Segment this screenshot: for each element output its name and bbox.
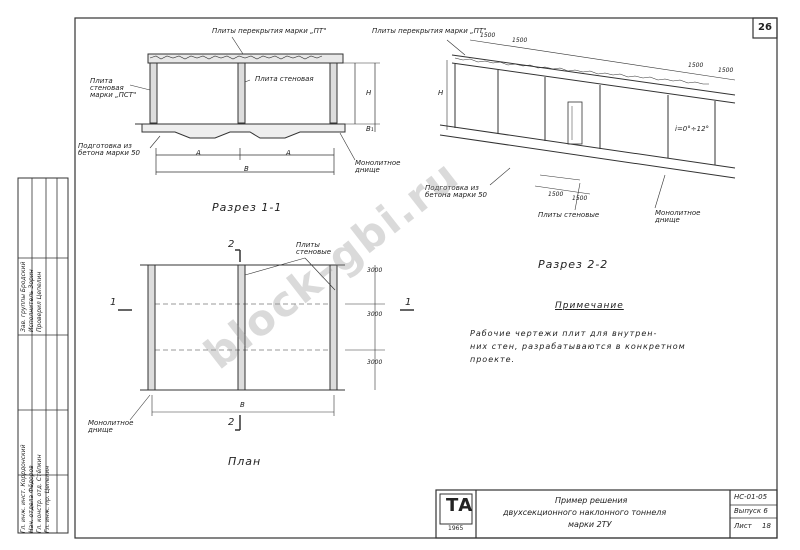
label-monolith-bottom-plan: Монолитное днище — [88, 419, 134, 434]
dim-d: B₁ — [366, 125, 374, 133]
page-number: 26 — [758, 22, 772, 33]
title-block-frame — [435, 489, 778, 539]
section-1-1-drawing — [129, 36, 380, 175]
dim-top-4: 1500 — [718, 67, 734, 74]
side-stamp-row-4: Гл. инж. пр. Цепелин — [44, 465, 51, 533]
label-concrete-prep-2: Подготовка из бетона марки 50 — [425, 184, 487, 199]
label-concrete-prep: Подготовка из бетона марки 50 — [78, 142, 140, 157]
slope-label: i=0°÷12° — [675, 125, 710, 133]
dim-top-1: 1500 — [480, 32, 496, 39]
sheet-frame — [74, 17, 778, 539]
note-line-1: Рабочие чертежи плит для внутрен- — [470, 329, 658, 338]
dim-right-1: 3000 — [367, 267, 383, 274]
title-block-sheet-label: Лист — [734, 522, 752, 530]
dim-right-2: 3000 — [367, 311, 383, 318]
note-line-3: проекте. — [470, 355, 516, 364]
title-block-logo-mark — [439, 493, 473, 525]
label-floor-slabs: Плиты перекрытия марки „ПТ" — [212, 27, 327, 35]
side-stamp-row-7: Проверил Цепелин — [36, 271, 43, 332]
title-line-1: Пример решения — [555, 496, 628, 505]
label-wall-slab: Плита стеновая марки „ПСТ" — [90, 77, 137, 99]
dim-top-2: 1500 — [512, 37, 528, 44]
dim-h-2: H — [438, 89, 444, 97]
side-stamp-row-2: Нач. отдела Фёдоров — [28, 465, 35, 533]
dim-top-3: 1500 — [688, 62, 704, 69]
side-stamp-row-1: Гл. инж. инст. Коррдонский — [20, 444, 27, 533]
label-wall-slabs-2: Плиты стеновые — [538, 211, 600, 219]
cut-1-right: 1 — [405, 297, 412, 308]
note-heading: Примечание — [555, 301, 624, 311]
title-block-year: 1965 — [448, 525, 464, 532]
title-block-code: НС-01-05 — [734, 493, 768, 501]
dim-a-right: A — [286, 149, 291, 157]
label-wall-slab-center: Плита стеновая — [255, 75, 314, 83]
plan-drawing — [118, 249, 414, 431]
section-2-2-title: Разрез 2-2 — [538, 258, 609, 271]
dim-h: H — [366, 89, 372, 97]
section-2-2-drawing — [439, 39, 736, 211]
dim-a-left: A — [196, 149, 201, 157]
note-line-2: них стен, разрабатываются в конкретном — [470, 342, 686, 351]
side-stamp-frame — [17, 177, 69, 534]
cut-2-top: 2 — [228, 239, 235, 250]
section-1-1-title: Разрез 1-1 — [212, 201, 283, 214]
cut-2-bottom: 2 — [228, 417, 235, 428]
side-stamp-row-6: Исполнитель Зорин — [28, 269, 35, 332]
label-floor-slabs-2: Плиты перекрытия марки „ПТ" — [372, 27, 487, 35]
dim-right-3: 3000 — [367, 359, 383, 366]
page-number-box — [752, 17, 778, 39]
label-monolith-bottom-2: Монолитное днище — [655, 209, 701, 224]
dim-b-plan: B — [240, 401, 245, 409]
side-stamp-row-5: Зав. группы Бродский — [20, 261, 27, 332]
cut-1-left: 1 — [110, 297, 117, 308]
title-block-sheet-no: 18 — [762, 522, 771, 530]
title-block-logo: ТА — [446, 495, 473, 516]
side-stamp-row-3: Гл. констр. отд. Стёпкин — [36, 454, 43, 533]
plan-title: План — [228, 455, 262, 468]
label-wall-slabs-plan: Плиты стеновые — [296, 241, 332, 256]
title-block-issue: Выпуск 6 — [734, 507, 768, 515]
title-line-3: марки 2ТУ — [568, 520, 612, 529]
title-line-2: двухсекционного наклонного тоннеля — [503, 508, 667, 517]
label-monolith-bottom: Монолитное днище — [355, 159, 401, 174]
dim-bottom-1: 1500 — [548, 191, 564, 198]
dim-b: B — [244, 165, 249, 173]
dim-bottom-2: 1500 — [572, 195, 588, 202]
